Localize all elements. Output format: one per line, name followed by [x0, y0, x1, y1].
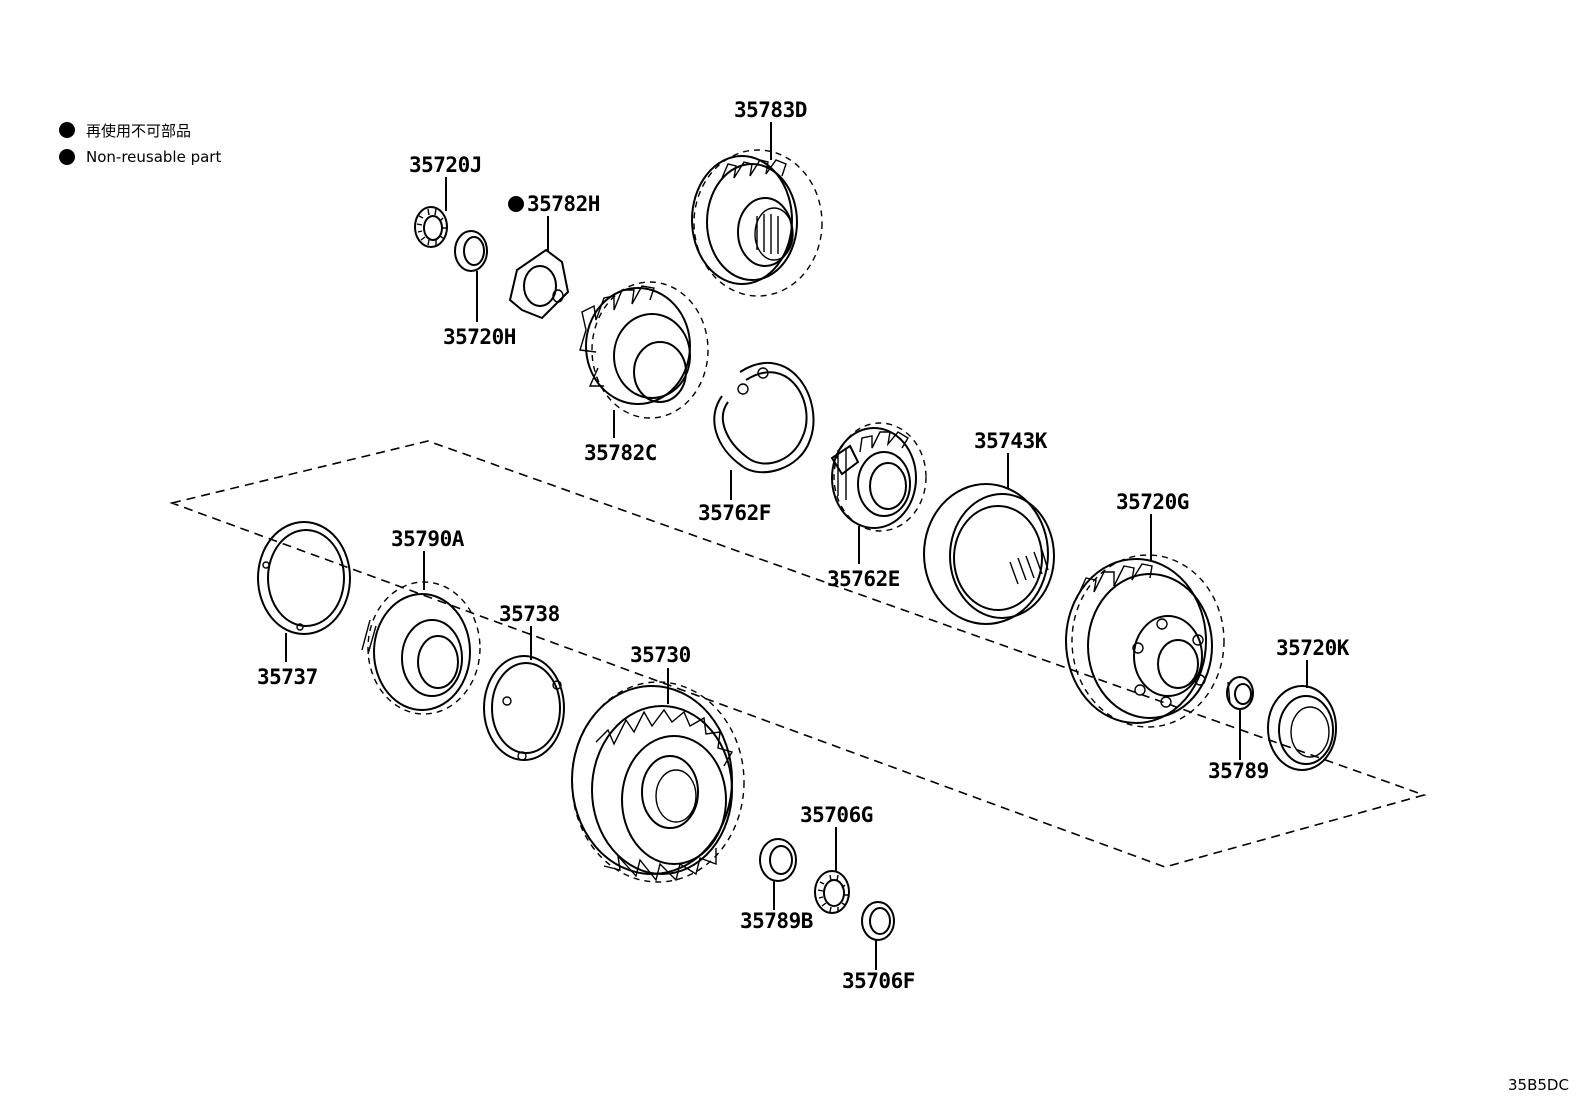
non-reusable-bullet-icon [59, 149, 75, 165]
part-label-35789B[interactable]: 35789B [740, 909, 813, 933]
part-35720J-drawing[interactable] [414, 206, 448, 248]
part-35790A-drawing[interactable] [361, 581, 481, 715]
part-label-35720H[interactable]: 35720H [443, 325, 516, 349]
part-35782C-drawing[interactable] [579, 281, 709, 419]
part-35720K-drawing[interactable] [1267, 685, 1337, 771]
part-35720H-drawing[interactable] [454, 230, 488, 272]
part-35789B-drawing[interactable] [759, 838, 797, 882]
part-label-35789[interactable]: 35789 [1208, 759, 1269, 783]
part-35743K-drawing[interactable] [923, 483, 1055, 625]
leader-lines [285, 122, 1308, 970]
part-label-35737[interactable]: 35737 [257, 665, 318, 689]
part-35737-drawing[interactable] [257, 521, 351, 635]
part-35706F-drawing[interactable] [861, 901, 895, 941]
part-label-35706F[interactable]: 35706F [842, 969, 915, 993]
part-label-35762E[interactable]: 35762E [827, 567, 900, 591]
part-label-35782C[interactable]: 35782C [584, 441, 657, 465]
part-label-35743K[interactable]: 35743K [974, 429, 1048, 453]
part-label-35782H[interactable]: 35782H [527, 192, 600, 216]
part-35783D-drawing[interactable] [691, 149, 823, 297]
part-label-35783D[interactable]: 35783D [734, 98, 807, 122]
part-label-35720J[interactable]: 35720J [409, 153, 482, 177]
part-35720G-drawing[interactable] [1065, 554, 1225, 728]
part-label-35720G[interactable]: 35720G [1116, 490, 1189, 514]
part-35789-drawing[interactable] [1226, 676, 1254, 710]
non-reusable-bullet-icon [59, 122, 75, 138]
part-35730-drawing[interactable] [571, 681, 745, 883]
part-35782H-drawing[interactable] [508, 248, 570, 320]
non-reusable-bullet-icon [508, 196, 524, 212]
part-35738-drawing[interactable] [483, 655, 565, 761]
part-35706G-drawing[interactable] [814, 870, 850, 914]
part-35762E-drawing[interactable] [830, 422, 927, 532]
part-label-35738[interactable]: 35738 [499, 602, 560, 626]
legend: 再使用不可部品 Non-reusable part [59, 122, 221, 166]
part-label-35790A[interactable]: 35790A [391, 527, 465, 551]
legend-text-en: Non-reusable part [86, 148, 221, 166]
part-label-35706G[interactable]: 35706G [800, 803, 873, 827]
part-label-35730[interactable]: 35730 [630, 643, 691, 667]
part-label-35720K[interactable]: 35720K [1276, 636, 1350, 660]
part-labels: 35783D 35720J 35782H 35720H 35782C 35762… [257, 98, 1350, 993]
diagram-code: 35B5DC [1508, 1076, 1569, 1094]
legend-text-jp: 再使用不可部品 [86, 122, 191, 140]
part-label-35762F[interactable]: 35762F [698, 501, 771, 525]
assembly-group-boundary [169, 440, 1427, 868]
part-35762F-drawing[interactable] [713, 362, 815, 474]
